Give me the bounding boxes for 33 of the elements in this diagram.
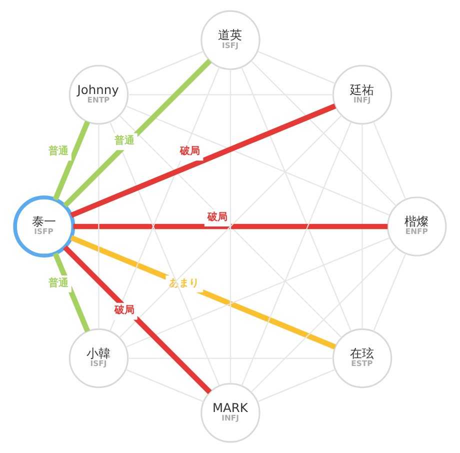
edge-label: 普通: [48, 146, 68, 158]
node-circle: 道英 ISFJ: [200, 10, 260, 70]
edge-label: 普通: [48, 278, 68, 289]
connector: [250, 60, 396, 206]
connector: [240, 66, 352, 332]
connector: [52, 120, 90, 201]
connector: [372, 253, 406, 332]
connector: [125, 105, 390, 216]
edge-label: 破局: [180, 146, 200, 158]
edge-label: 破局: [206, 212, 227, 223]
connector: [256, 50, 336, 84]
connector: [256, 368, 335, 402]
connector: [70, 235, 336, 350]
connector: [125, 237, 390, 348]
connector: [62, 245, 212, 394]
edge-label: 普通: [114, 136, 134, 147]
connector: [70, 103, 336, 218]
connector: [125, 50, 204, 84]
node-circle: Johnny ENTP: [68, 64, 128, 125]
node-circle: 泰一 ISFP: [12, 196, 75, 258]
connector: [250, 246, 396, 393]
connector: [72, 224, 388, 230]
edge-label: 破局: [114, 305, 134, 316]
connector: [52, 252, 90, 332]
node-circle: 廷祐 INFJ: [332, 64, 392, 125]
connector: [62, 58, 212, 208]
node-circle: 楷燦 ENFP: [386, 196, 446, 256]
node-circle: 小韓 ISFJ: [68, 328, 128, 388]
node-circle: 在玹 ESTP: [332, 328, 392, 388]
connector: [372, 121, 406, 200]
node-circle: MARK INFJ: [200, 383, 260, 443]
connector: [240, 122, 352, 386]
connector: [125, 368, 204, 402]
